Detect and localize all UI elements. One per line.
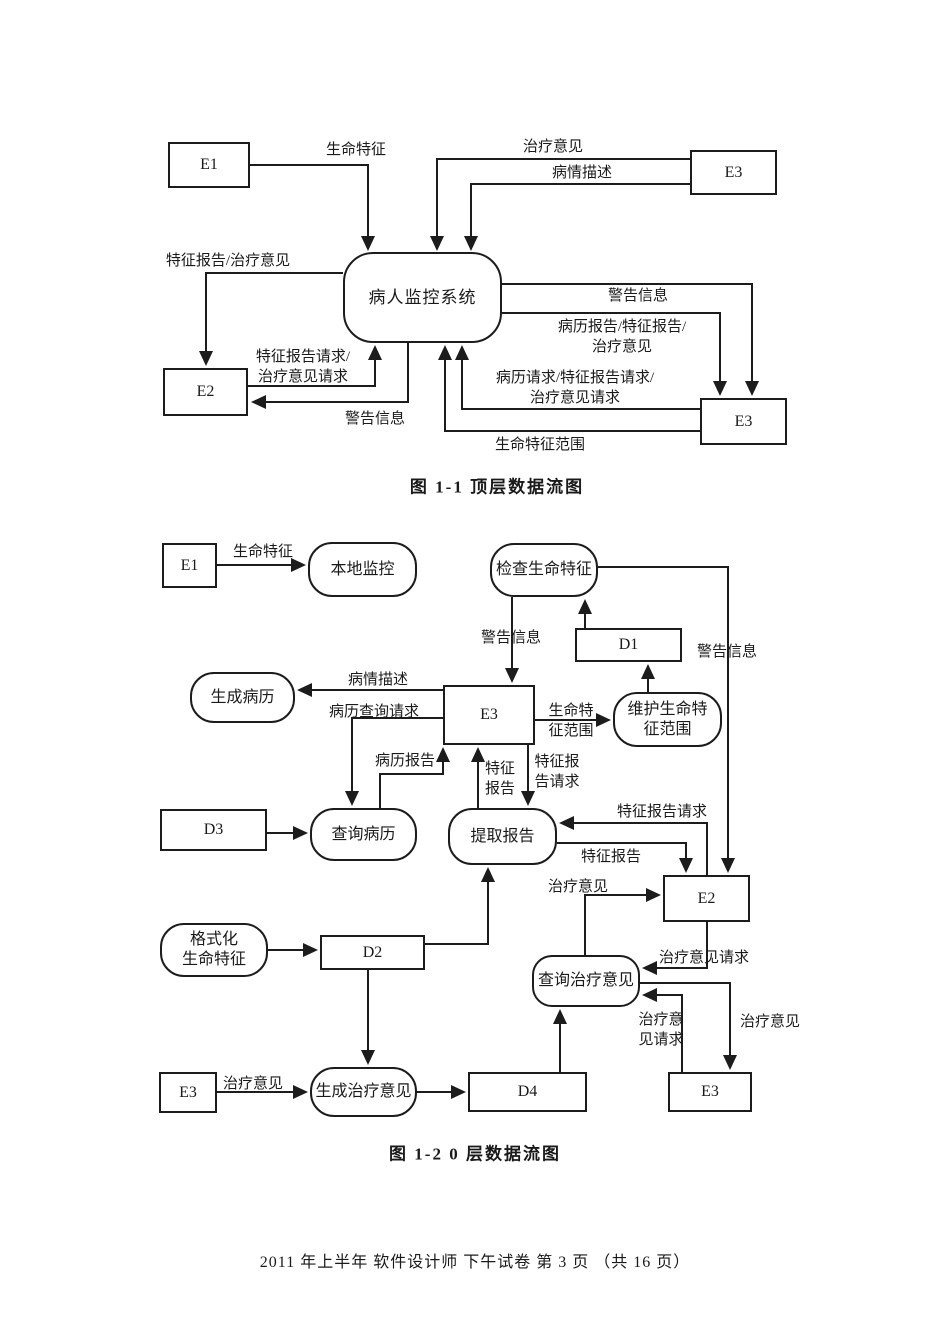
flow-line-d2-record-report — [379, 747, 450, 808]
d1-label-vital-range: 生命特征范围 — [494, 437, 586, 453]
flow-line-d2-treatment-advice-e2 — [584, 888, 661, 955]
flow-line-d1-treatment-advice — [430, 158, 690, 251]
d2-store-d3: D3 — [160, 809, 267, 851]
d2-process-query-treatment: 查询治疗意见 — [532, 955, 640, 1007]
d2-process-maintain-range: 维护生命特 征范围 — [613, 692, 722, 747]
flow-line-d2-treatment-request-right — [642, 988, 683, 1072]
flow-line-d1-warning-right — [502, 283, 759, 396]
flow-line-d1-condition-desc — [464, 183, 690, 251]
d2-store-d4: D4 — [468, 1072, 587, 1112]
flow-line-d1-feature-report-treatment — [199, 272, 343, 366]
d2-label-vital-range: 生命特 征范围 — [548, 703, 594, 739]
d1-label-record-feature-treatment: 病历报告/特征报告/ 治疗意见 — [557, 319, 687, 355]
d2-store-d1: D1 — [575, 628, 682, 662]
d2-label-record-query-request: 病历查询请求 — [328, 704, 420, 720]
d2-entity-e3-left: E3 — [159, 1072, 217, 1113]
d2-label-feature-report: 特征报告 — [580, 849, 642, 865]
d2-process-local-monitor: 本地监控 — [308, 542, 417, 597]
flow-line-d1-warning-left — [251, 343, 409, 409]
d2-process-check-vitals: 检查生命特征 — [490, 543, 598, 597]
d2-entity-e3-center: E3 — [443, 685, 535, 745]
flow-line-d2-feature-report — [557, 842, 693, 873]
d2-entity-e1: E1 — [162, 543, 217, 588]
flow-line-d1-record-request — [455, 345, 700, 410]
d2-label-record-report: 病历报告 — [374, 753, 436, 769]
d1-label-feature-report-treatment: 特征报告/治疗意见 — [165, 253, 291, 269]
flow-line-d1-feature-treatment-request — [248, 345, 382, 387]
flow-line-d1-record-feature-treatment — [502, 312, 727, 396]
flow-line-d2-record-query-request — [345, 717, 443, 806]
d1-process-patient-monitor-system: 病人监控系统 — [343, 252, 502, 343]
d1-label-warning-left: 警告信息 — [344, 411, 406, 427]
flow-line-d1-vital-signs — [250, 164, 375, 251]
page-footer: 2011 年上半年 软件设计师 下午试卷 第 3 页 （共 16 页） — [259, 1254, 691, 1271]
d1-label-record-request: 病历请求/特征报告请求/ 治疗意见请求 — [495, 370, 655, 406]
d2-label-treatment-request-e2: 治疗意见请求 — [658, 950, 750, 966]
flow-line-d2-treatment-request-e2 — [642, 922, 708, 975]
d2-store-d2: D2 — [320, 935, 425, 970]
d1-entity-e2: E2 — [163, 368, 248, 416]
d2-process-extract-report: 提取报告 — [448, 808, 557, 865]
d1-entity-e1: E1 — [168, 142, 250, 188]
d1-label-feature-treatment-request: 特征报告请求/ 治疗意见请求 — [255, 349, 351, 385]
d2-entity-e2: E2 — [663, 875, 750, 922]
flow-line-d2-feature-report-request — [559, 816, 708, 875]
d2-label-feature-report-request: 特征报告请求 — [616, 804, 708, 820]
d2-label-treatment-advice-right: 治疗意见 — [739, 1014, 801, 1030]
d2-label-warning-right: 警告信息 — [696, 644, 758, 660]
flow-line-d2-d2-to-extract — [425, 867, 495, 945]
flow-line-d2-warning-right — [598, 566, 735, 873]
d1-label-condition-desc: 病情描述 — [551, 165, 613, 181]
d2-label-warning-mid: 警告信息 — [480, 630, 542, 646]
d2-caption: 图 1-2 0 层数据流图 — [389, 1144, 561, 1164]
d2-label-condition-desc: 病情描述 — [347, 672, 409, 688]
d2-process-generate-record: 生成病历 — [190, 672, 295, 723]
d2-process-generate-treatment: 生成治疗意见 — [310, 1067, 417, 1117]
d1-entity-e3-top: E3 — [690, 150, 777, 195]
d2-label-feature-report-up: 特征 报告 — [484, 761, 516, 797]
d1-label-warning-right: 警告信息 — [607, 288, 669, 304]
d1-label-vital-signs: 生命特征 — [325, 142, 387, 158]
d2-label-treatment-advice-bottom: 治疗意见 — [222, 1076, 284, 1092]
d1-caption: 图 1-1 顶层数据流图 — [409, 477, 585, 497]
d2-process-query-record: 查询病历 — [310, 808, 417, 861]
d2-label-feature-report-request-down: 特征报 告请求 — [534, 754, 580, 790]
d2-process-format-vitals: 格式化 生命特征 — [160, 923, 268, 977]
d2-label-treatment-request-right: 治疗意 见请求 — [638, 1012, 684, 1048]
d1-label-treatment-advice: 治疗意见 — [522, 139, 584, 155]
d2-entity-e3-right: E3 — [668, 1072, 752, 1112]
d2-label-treatment-advice-e2: 治疗意见 — [547, 879, 609, 895]
flow-line-d1-vital-range — [438, 345, 700, 432]
d2-label-vital-signs: 生命特征 — [232, 544, 294, 560]
d1-entity-e3-bottom: E3 — [700, 398, 787, 445]
flow-line-d2-treatment-advice-right — [640, 982, 737, 1070]
